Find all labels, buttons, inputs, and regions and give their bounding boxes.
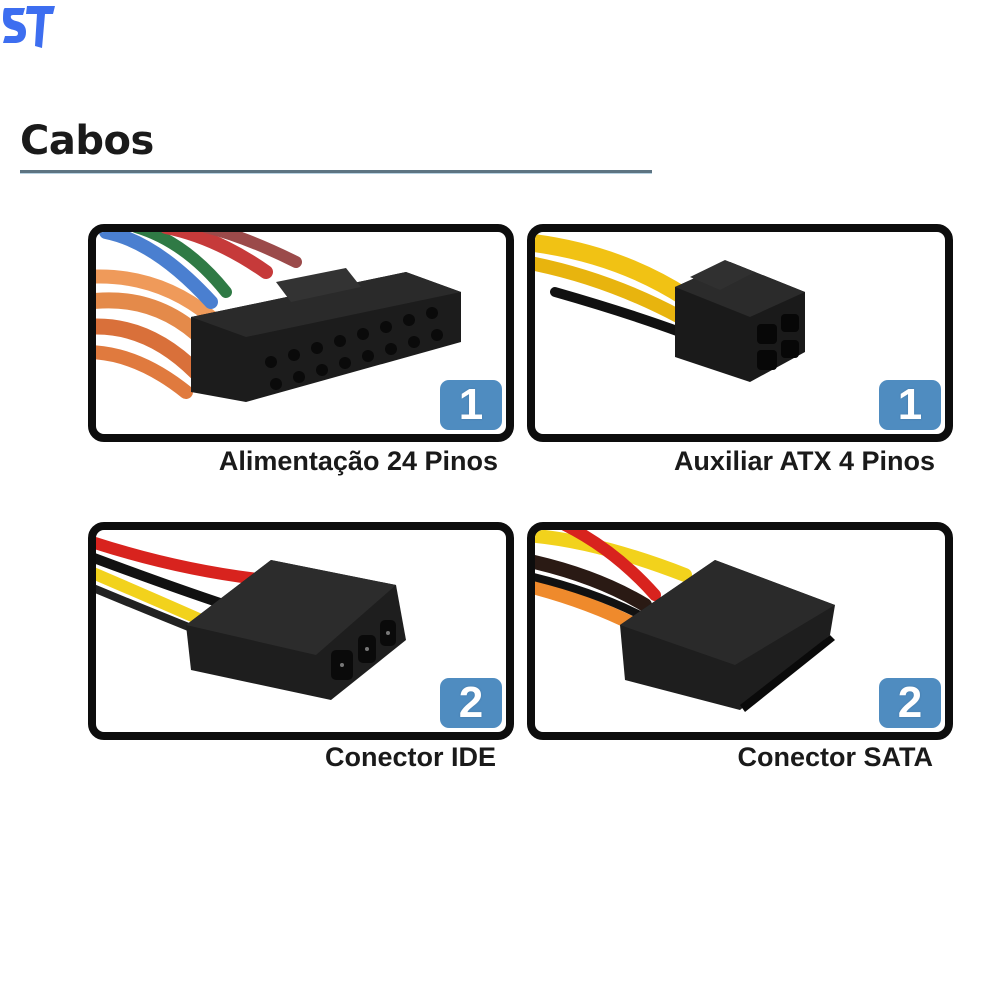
- cable-caption: Conector SATA: [737, 742, 934, 772]
- title-underline: [20, 170, 652, 173]
- quantity-badge: 1: [879, 380, 941, 430]
- quantity-badge: 2: [879, 678, 941, 728]
- sata-power-connector-icon: [535, 530, 835, 712]
- cable-caption: Conector IDE: [324, 742, 496, 772]
- cable-caption: Alimentação 24 Pinos: [218, 446, 498, 476]
- cable-panel-atx-24-pin: 1: [88, 224, 514, 442]
- quantity-badge: 2: [440, 678, 502, 728]
- atx-24-pin-connector-icon: [96, 232, 461, 402]
- page-title: Cabos: [20, 118, 154, 164]
- molex-ide-connector-icon: [96, 536, 406, 700]
- quantity-badge: 1: [440, 380, 502, 430]
- atx-4-pin-connector-icon: [535, 234, 805, 382]
- st-logo-icon: [3, 6, 55, 48]
- cable-panel-sata: 2: [527, 522, 953, 740]
- cable-panel-atx-4-pin: 1: [527, 224, 953, 442]
- cable-caption: Auxiliar ATX 4 Pinos: [673, 446, 935, 476]
- cable-panel-ide: 2: [88, 522, 514, 740]
